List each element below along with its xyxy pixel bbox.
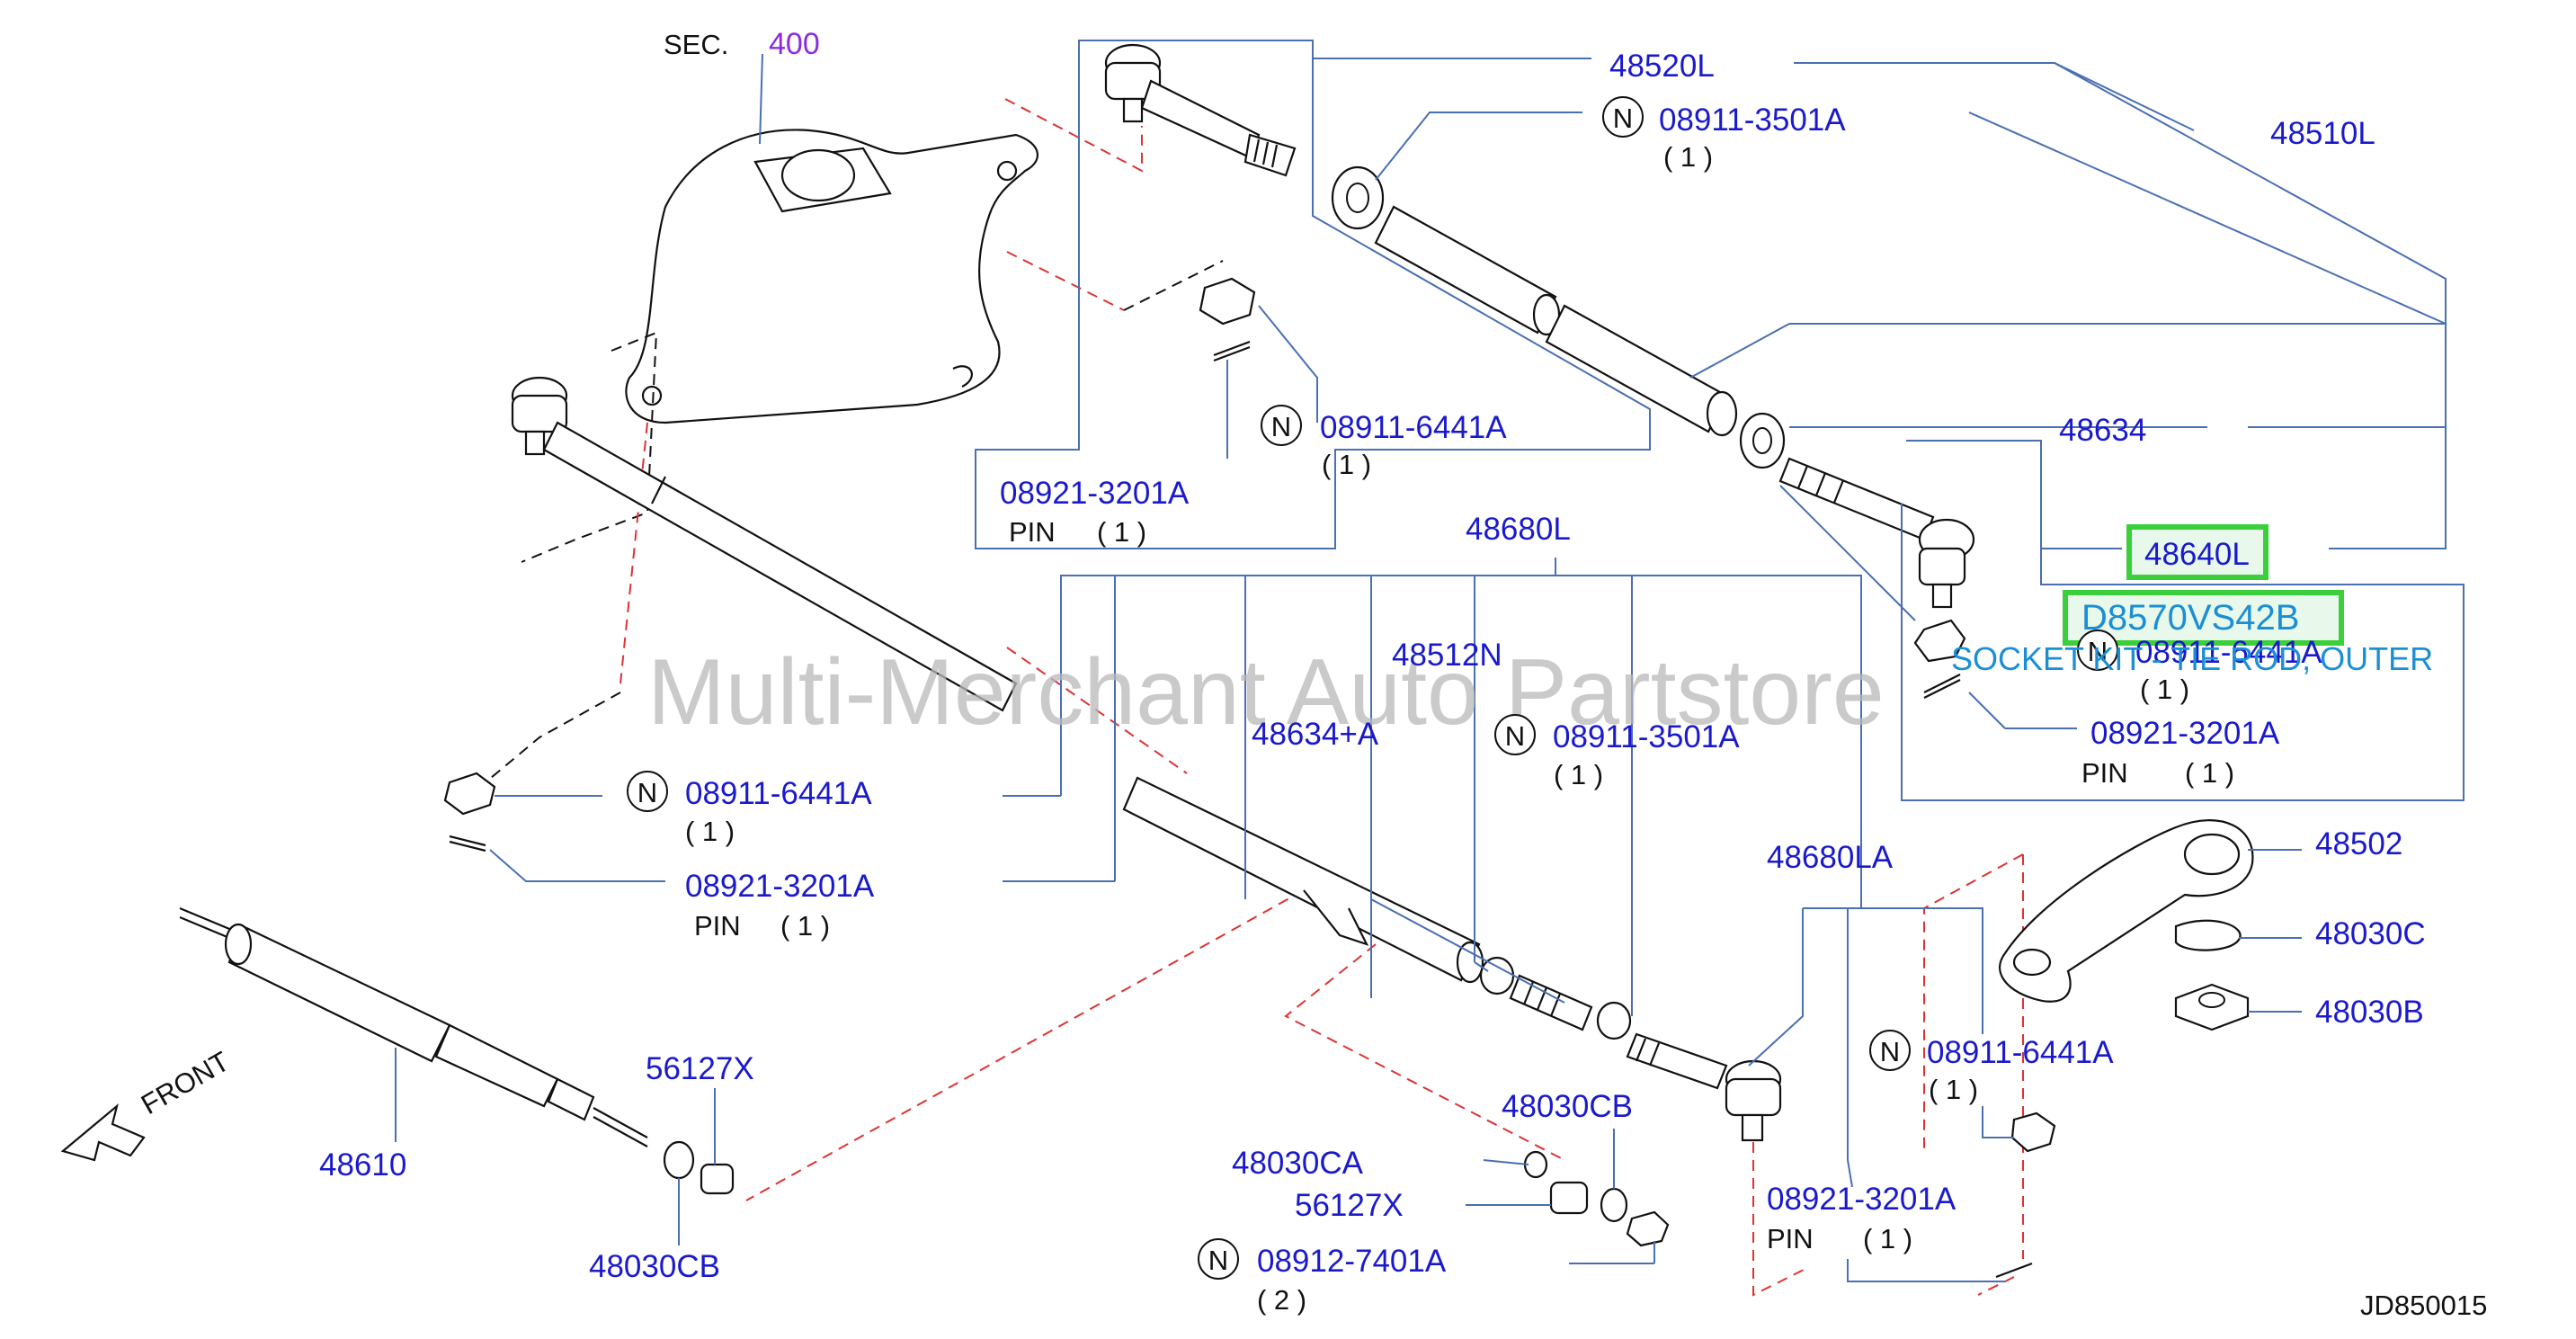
part-label-08921-3201A-left[interactable]: 08921-3201A xyxy=(685,869,875,904)
part-label-08921-3201A-right[interactable]: 08921-3201A xyxy=(2090,716,2280,751)
inner-tie-rod-end-drawing xyxy=(1626,1032,1782,1142)
qty-label: ( 1 ) xyxy=(1863,1223,1912,1254)
part-label-08911-6441A-right[interactable]: 08911-6441A xyxy=(2135,635,2322,670)
front-label: FRONT xyxy=(136,1045,235,1120)
part-label-56127X-left[interactable]: 56127X xyxy=(646,1051,754,1086)
center-tube-drawing xyxy=(1122,776,1632,1040)
part-label-48634[interactable]: 48634 xyxy=(2059,413,2146,448)
part-label-48634A[interactable]: 48634+A xyxy=(1252,717,1379,752)
qty-label: ( 1 ) xyxy=(1322,449,1371,480)
part-label-48502[interactable]: 48502 xyxy=(2315,826,2402,861)
part-label-08911-3501A-center[interactable]: 08911-3501A xyxy=(1553,719,1740,754)
part-label-48680L[interactable]: 48680L xyxy=(1466,512,1571,547)
sec-label: SEC. xyxy=(664,29,728,60)
part-label-48030CB-center[interactable]: 48030CB xyxy=(1502,1089,1633,1124)
pin-label: PIN xyxy=(1009,516,1056,548)
n-symbol-text: N xyxy=(1208,1245,1228,1276)
part-label-08911-3501A-upper[interactable]: 08911-3501A xyxy=(1659,103,1846,138)
n-symbol-icon xyxy=(627,771,668,812)
n-symbol-text: N xyxy=(1505,720,1525,752)
left-tie-rod-drawing xyxy=(511,376,1018,712)
qty-label: ( 1 ) xyxy=(1929,1074,1978,1105)
part-label-48610[interactable]: 48610 xyxy=(319,1147,406,1183)
n-symbol-text: N xyxy=(1271,411,1291,442)
qty-label: ( 1 ) xyxy=(1663,141,1713,173)
part-code-link[interactable]: D8570VS42B xyxy=(2081,598,2299,638)
part-label-48030CA[interactable]: 48030CA xyxy=(1232,1146,1364,1181)
steering-damper-drawing xyxy=(179,906,735,1195)
n-symbol-icon xyxy=(1602,96,1644,138)
part-label-48640L[interactable]: 48640L xyxy=(2144,537,2250,572)
part-label-08912-7401A[interactable]: 08912-7401A xyxy=(1257,1244,1447,1279)
upper-tie-rod-end-drawing xyxy=(1104,43,1297,177)
qty-label: ( 1 ) xyxy=(1554,759,1603,790)
ref-code: JD850015 xyxy=(2360,1290,2487,1321)
watermark-text: Multi-Merchant Auto Partstore xyxy=(647,640,1885,745)
n-symbol-text: N xyxy=(1613,103,1633,134)
leader-lines xyxy=(395,40,2465,1282)
n-symbol-icon xyxy=(2077,629,2118,671)
pin-label: PIN xyxy=(1767,1223,1814,1254)
part-label-08921-3201A-lower[interactable]: 08921-3201A xyxy=(1767,1182,1957,1217)
part-label-48030C[interactable]: 48030C xyxy=(2315,916,2426,951)
upper-nut-drawing xyxy=(1199,277,1256,362)
part-label-48030B[interactable]: 48030B xyxy=(2315,995,2424,1030)
part-label-08921-3201A-upper[interactable]: 08921-3201A xyxy=(1000,476,1190,511)
qty-label: ( 1 ) xyxy=(1097,516,1146,548)
n-symbol-text: N xyxy=(1880,1036,1900,1067)
pin-label: PIN xyxy=(694,910,741,942)
gear-housing-drawing xyxy=(625,53,1039,424)
qty-label: ( 2 ) xyxy=(1257,1284,1306,1316)
n-symbol-icon xyxy=(1198,1238,1239,1280)
pin-label: PIN xyxy=(2081,757,2128,789)
qty-label: ( 1 ) xyxy=(2185,757,2234,789)
n-symbol-text: N xyxy=(2088,636,2108,667)
upper-tube-drawing xyxy=(1331,165,1786,469)
highlight-part-box xyxy=(2126,524,2268,580)
outer-tie-rod-end-drawing xyxy=(1778,457,1975,699)
sec-number-link[interactable]: 400 xyxy=(769,27,820,61)
n-symbol-text: N xyxy=(637,777,657,808)
part-label-48520L[interactable]: 48520L xyxy=(1609,49,1715,84)
n-symbol-icon xyxy=(1869,1030,1911,1071)
labels: SEC. 400 48520L 48510L N 08911-3501A ( 1… xyxy=(136,27,2487,1321)
n-symbol-icon xyxy=(1261,405,1302,446)
qty-label: ( 1 ) xyxy=(780,910,830,942)
highlight-code-box xyxy=(2063,590,2344,646)
front-arrow-icon xyxy=(60,1102,146,1162)
left-nut-drawing xyxy=(443,772,496,852)
qty-label: ( 1 ) xyxy=(2140,674,2189,705)
damper-hardware-drawing xyxy=(1523,1111,2056,1279)
n-symbol-icon xyxy=(1494,714,1536,755)
alignment-lines xyxy=(485,98,2024,1297)
part-label-48512N[interactable]: 48512N xyxy=(1392,638,1502,673)
part-label-08911-6441A-lower[interactable]: 08911-6441A xyxy=(1927,1035,2114,1070)
part-label-08911-6441A-upper[interactable]: 08911-6441A xyxy=(1320,410,1507,445)
part-label-48680LA[interactable]: 48680LA xyxy=(1767,840,1894,875)
qty-label: ( 1 ) xyxy=(685,816,735,847)
part-label-48510L[interactable]: 48510L xyxy=(2270,116,2375,151)
part-label-08911-6441A-left[interactable]: 08911-6441A xyxy=(685,776,872,811)
part-description: SOCKET KIT - TIE ROD, OUTER xyxy=(1951,640,2433,677)
part-label-56127X-center[interactable]: 56127X xyxy=(1295,1188,1404,1223)
pitman-arm-drawing xyxy=(1999,819,2254,1031)
part-label-48030CB-left[interactable]: 48030CB xyxy=(589,1249,720,1284)
